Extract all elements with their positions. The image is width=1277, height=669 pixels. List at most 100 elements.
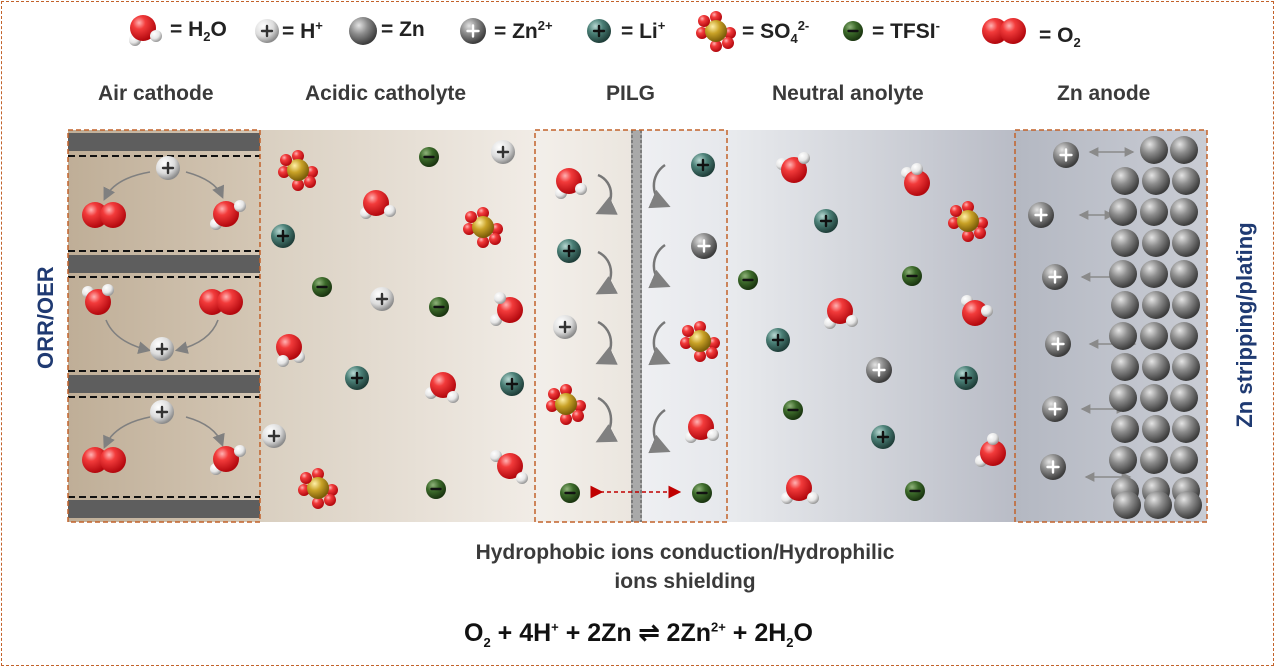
proton-ion bbox=[370, 287, 394, 311]
zinc-ion bbox=[866, 357, 892, 383]
zinc-atom bbox=[1170, 198, 1198, 226]
legend-zn2-label: = Zn2+ bbox=[494, 18, 553, 43]
proton-ion bbox=[156, 156, 180, 180]
caption-line-2: ions shielding bbox=[614, 570, 756, 593]
label-orr-oer: ORR/OER bbox=[33, 266, 58, 369]
zinc-atom bbox=[1172, 229, 1200, 257]
lithium-ion bbox=[557, 239, 581, 263]
zinc-ion bbox=[1042, 264, 1068, 290]
proton-ion bbox=[262, 424, 286, 448]
zinc-atom bbox=[1140, 198, 1168, 226]
tfsi-ion bbox=[843, 21, 863, 41]
lithium-ion bbox=[954, 366, 978, 390]
sulfate-ion bbox=[696, 11, 736, 52]
water-molecule bbox=[276, 334, 305, 367]
legend-tfsi-label: = TFSI- bbox=[872, 18, 940, 43]
water-molecule bbox=[425, 372, 459, 403]
water-molecule bbox=[781, 475, 819, 504]
zinc-atom bbox=[1174, 491, 1202, 519]
tfsi-ion bbox=[902, 266, 922, 286]
water-icon bbox=[129, 15, 162, 46]
legend-icons bbox=[129, 11, 1026, 52]
water-molecule bbox=[685, 414, 719, 443]
lithium-ion bbox=[587, 19, 611, 43]
lithium-ion bbox=[814, 209, 838, 233]
lithium-ion bbox=[500, 372, 524, 396]
zinc-atom bbox=[1172, 415, 1200, 443]
neutral-anolyte-region bbox=[727, 130, 1015, 522]
oxygen-molecule bbox=[82, 447, 126, 473]
zinc-ion bbox=[1040, 454, 1066, 480]
legend-so4-label: = SO42- bbox=[742, 18, 810, 47]
title-air-cathode: Air cathode bbox=[98, 82, 214, 105]
water-molecule bbox=[490, 292, 523, 326]
zinc-atom bbox=[1170, 260, 1198, 288]
water-molecule bbox=[975, 433, 1006, 467]
zinc-atom bbox=[1142, 291, 1170, 319]
caption: Hydrophobic ions conduction/Hydrophilic … bbox=[335, 538, 1035, 596]
zinc-ion bbox=[460, 18, 486, 44]
sulfate-ion bbox=[948, 201, 988, 242]
zinc-ion bbox=[1045, 331, 1071, 357]
water-molecule bbox=[824, 298, 858, 329]
proton-ion bbox=[150, 400, 174, 424]
zinc-atom bbox=[1111, 353, 1139, 381]
title-pilg: PILG bbox=[606, 82, 656, 105]
legend-hplus-label: = H+ bbox=[282, 18, 323, 43]
zinc-atom bbox=[1109, 322, 1137, 350]
title-zn-anode: Zn anode bbox=[1057, 82, 1151, 105]
tfsi-ion bbox=[419, 147, 439, 167]
zinc-atom bbox=[1140, 136, 1168, 164]
sulfate-ion bbox=[680, 321, 720, 362]
legend-h2o-label: = H2O bbox=[170, 18, 227, 45]
zinc-ion bbox=[1042, 396, 1068, 422]
tfsi-ion bbox=[692, 483, 712, 503]
zinc-atom bbox=[1170, 322, 1198, 350]
zinc-atom bbox=[1140, 322, 1168, 350]
pilg-membrane bbox=[631, 130, 642, 522]
oxygen-molecule bbox=[82, 202, 126, 228]
reaction-equation: O2 + 4H+ + 2Zn ⇌ 2Zn2+ + 2H2O bbox=[464, 619, 813, 650]
zinc-atom bbox=[1142, 415, 1170, 443]
zinc-atom bbox=[1142, 167, 1170, 195]
zinc-atom bbox=[1109, 260, 1137, 288]
sulfate-ion bbox=[278, 150, 318, 191]
legend-o2-label: = O2 bbox=[1039, 24, 1081, 51]
zinc-atom bbox=[1172, 291, 1200, 319]
water-molecule bbox=[82, 284, 114, 315]
legend-zn-label: = Zn bbox=[381, 18, 425, 41]
proton-ion bbox=[491, 140, 515, 164]
zinc-atom bbox=[1113, 491, 1141, 519]
lithium-ion bbox=[271, 224, 295, 248]
oxygen-molecule bbox=[982, 18, 1026, 44]
zinc-ion bbox=[1053, 142, 1079, 168]
lithium-ion bbox=[766, 328, 790, 352]
zinc-atom bbox=[349, 17, 377, 45]
tfsi-ion bbox=[429, 297, 449, 317]
zinc-atom bbox=[1140, 446, 1168, 474]
acidic-catholyte-region bbox=[260, 130, 535, 522]
zinc-atom bbox=[1172, 353, 1200, 381]
zinc-atom bbox=[1170, 446, 1198, 474]
zinc-atom bbox=[1142, 353, 1170, 381]
water-molecule bbox=[961, 295, 993, 326]
zinc-atom bbox=[1111, 291, 1139, 319]
zinc-atom bbox=[1142, 229, 1170, 257]
zinc-atom bbox=[1144, 491, 1172, 519]
zinc-atom bbox=[1170, 136, 1198, 164]
zinc-atom bbox=[1111, 229, 1139, 257]
zinc-ion bbox=[691, 233, 717, 259]
pilg-left-region bbox=[535, 130, 632, 522]
zinc-atom bbox=[1109, 198, 1137, 226]
tfsi-ion bbox=[560, 483, 580, 503]
proton-ion bbox=[255, 19, 279, 43]
water-molecule bbox=[776, 152, 810, 183]
zinc-atom bbox=[1111, 167, 1139, 195]
title-acidic-catholyte: Acidic catholyte bbox=[305, 82, 467, 105]
zinc-atom bbox=[1109, 446, 1137, 474]
particles bbox=[82, 136, 1202, 519]
water-molecule bbox=[210, 200, 246, 230]
cathode-layers bbox=[68, 133, 260, 518]
lithium-ion bbox=[691, 153, 715, 177]
